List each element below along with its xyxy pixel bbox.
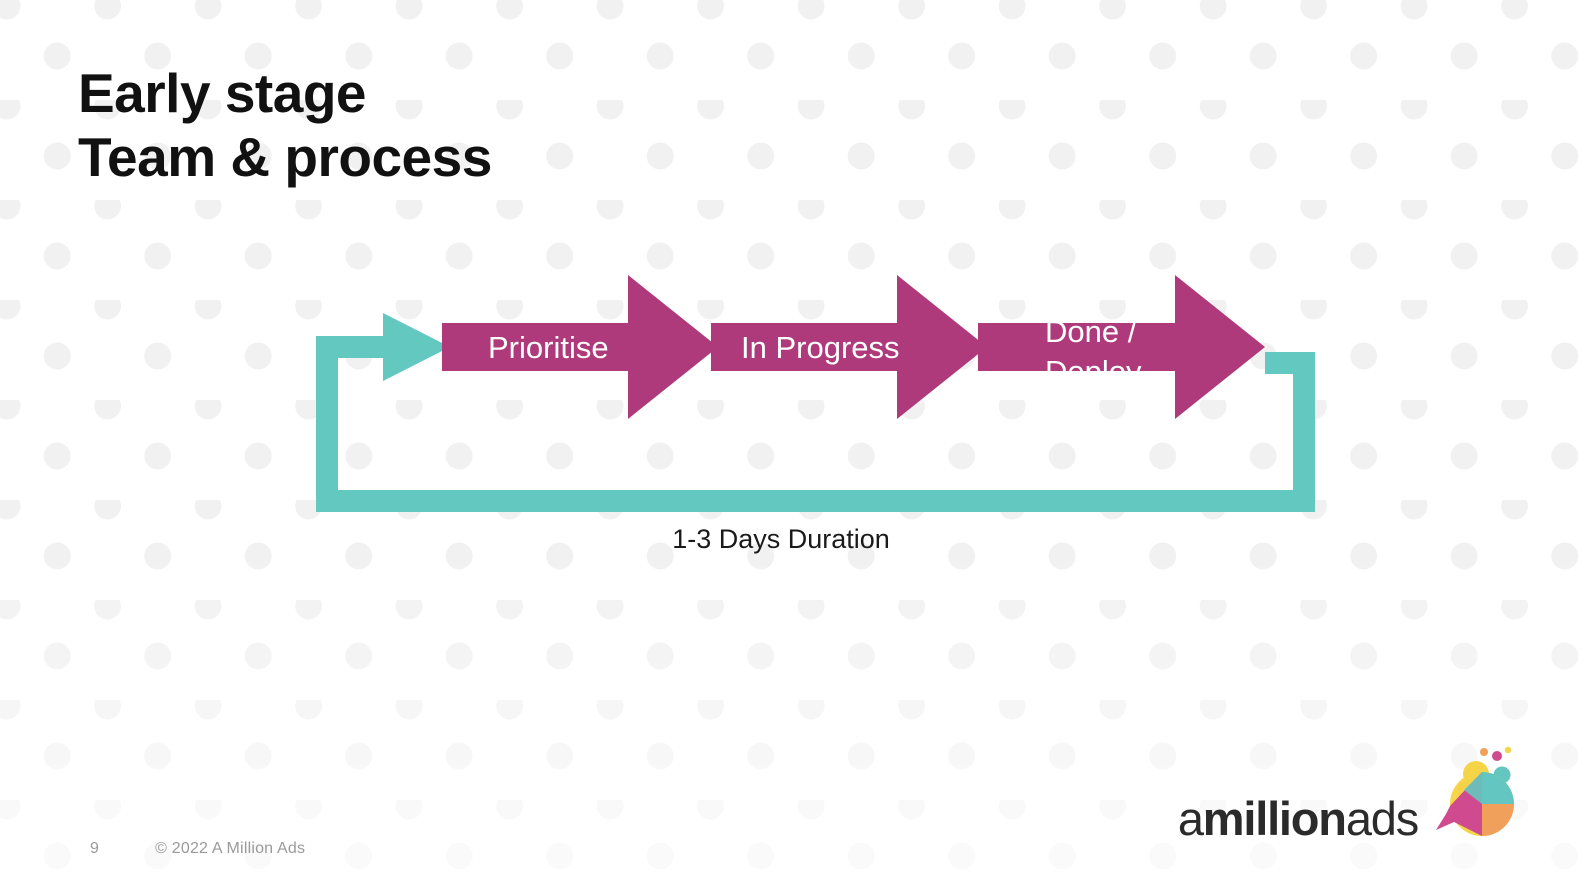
title-line-1: Early stage: [78, 62, 367, 124]
amillionads-logo: amillionads: [1178, 734, 1524, 842]
page-number: 9: [90, 840, 100, 857]
logo-word-a: a: [1177, 792, 1204, 845]
stage-chevron-prioritise[interactable]: Prioritise: [442, 275, 718, 419]
logo-word-million: million: [1202, 792, 1347, 845]
duration-caption: 1-3 Days Duration: [0, 524, 1588, 555]
process-flow-diagram: Prioritise In Progress Done / Deploy: [300, 260, 1340, 530]
stage-label-done: Done /: [1045, 314, 1137, 349]
stage-label-prioritise: Prioritise: [488, 330, 609, 365]
stage-label-in-progress: In Progress: [741, 330, 900, 365]
title-line-2: Team & process: [78, 125, 492, 188]
stage-label-deploy: Deploy: [1045, 354, 1142, 389]
footer: 9 © 2022 A Million Ads: [90, 840, 305, 858]
stage-chevron-done-deploy[interactable]: Done / Deploy: [978, 275, 1265, 419]
amillionads-megaphone-mark: [1436, 746, 1514, 836]
page-title: Early stage Team & process: [78, 62, 492, 190]
copyright-text: © 2022 A Million Ads: [155, 840, 306, 857]
stage-chevron-in-progress[interactable]: In Progress: [711, 275, 987, 419]
duration-caption-text: 1-3 Days Duration: [672, 524, 890, 554]
logo-word-ads: ads: [1345, 792, 1419, 845]
logo-wordmark: amillionads: [1177, 792, 1419, 845]
